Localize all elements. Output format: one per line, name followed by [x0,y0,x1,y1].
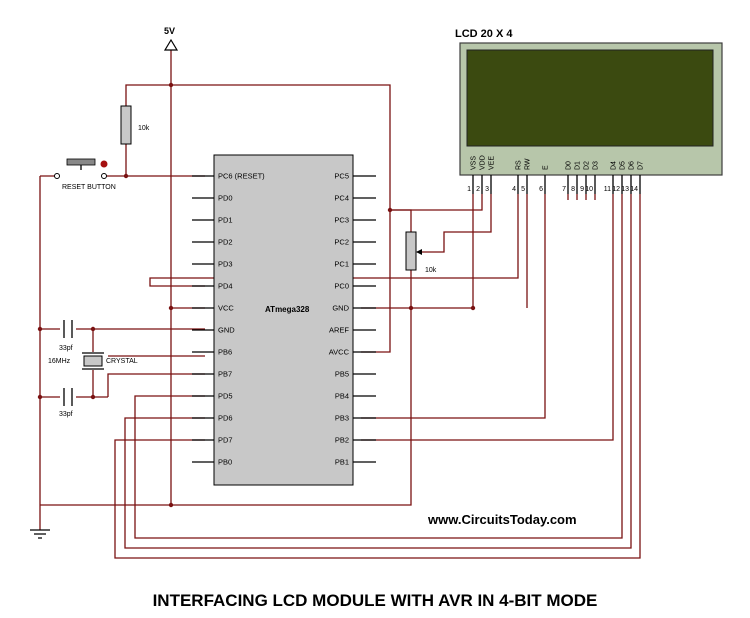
mcu-left-pin-label: PD0 [218,194,233,203]
lcd-pin-number: 8 [571,186,575,193]
mcu-right-pin-label: AREF [329,326,349,335]
mcu-left-pin-label: VCC [218,304,234,313]
lcd-screen [466,49,714,147]
lcd-pin-number: 4 [512,186,516,193]
lcd-pin-number: 14 [630,186,638,193]
mcu-left-pin-label: PD7 [218,436,233,445]
lcd-pin-name: RS [516,160,523,170]
cap-bottom-label: 33pf [59,411,73,418]
mcu-left-pin-label: PD3 [218,260,233,269]
lcd-pin-number: 2 [476,186,480,193]
mcu-left-pin-label: PD4 [218,282,233,291]
lcd-pin-name: D7 [638,161,645,170]
mcu-right-pin-label: PC4 [334,194,349,203]
mcu-right-pin-label: PC0 [334,282,349,291]
lcd-pin-number: 7 [562,186,566,193]
power-label: 5V [164,26,175,36]
lcd-pin-number: 11 [604,186,611,193]
mcu-left-pin-label: PB0 [218,458,232,467]
lcd-pin-name: VDD [480,155,487,170]
mcu-right-pin-label: PC1 [334,260,349,269]
watermark: www.CircuitsToday.com [427,512,577,527]
lcd-pin-name: D4 [611,161,618,170]
mcu-right-pin-label: PB3 [335,414,349,423]
wires [39,50,641,559]
mcu-left-pin-label: PD5 [218,392,233,401]
lcd-pin-name: RW [525,158,532,170]
mcu-left-pin-label: PB6 [218,348,232,357]
lcd-pin-number: 9 [580,186,584,193]
lcd-pin-name: VSS [471,156,478,170]
mcu-right-pin-label: PB4 [335,392,349,401]
lcd-pin-name: D1 [575,161,582,170]
mcu-right-pin-label: PC5 [334,172,349,181]
lcd-pins: VSS 1 VDD 2 VEE 3 RS 4 RW 5 E 6 D0 7 D1 8 D2 9 D3 10 D4 11 D5 1… [467,155,645,194]
lcd-pin-name: D6 [629,161,636,170]
mcu-right-pin-label: PB1 [335,458,349,467]
lcd-pin-number: 5 [521,186,525,193]
lcd-module: LCD 20 X 4 VSS 1 VDD 2 VEE 3 RS 4 RW 5 E 6 D0 7 D1 8 D2 9… [455,28,723,194]
lcd-pin-name: D2 [584,161,591,170]
mcu-left-pin-label: PD6 [218,414,233,423]
mcu-right-pin-label: PB5 [335,370,349,379]
lcd-pin-name: D5 [620,161,627,170]
lcd-pin-name: D3 [593,161,600,170]
lcd-pin-name: VEE [489,156,496,170]
diagram-caption: INTERFACING LCD MODULE WITH AVR IN 4-BIT… [153,591,598,610]
reset-resistor: 10k [120,105,150,145]
reset-button: RESET BUTTON [54,158,116,191]
lcd-pin-number: 6 [539,186,543,193]
crystal-label: CRYSTAL [106,358,138,365]
lcd-pin-number: 12 [612,186,620,193]
crystal-circuit: 33pf 33pf 16MHz CRYSTAL [48,320,138,418]
lcd-pin-number: 3 [485,186,489,193]
mcu-right-pin-label: PC3 [334,216,349,225]
lcd-pin-name: E [543,165,550,170]
mcu-left-pin-label: PD2 [218,238,233,247]
lcd-pin-number: 10 [585,186,593,193]
reset-button-label: RESET BUTTON [62,184,116,191]
mcu-left-pin-label: PB7 [218,370,232,379]
lcd-pin-number: 1 [467,186,471,193]
mcu-right-pin-label: PB2 [335,436,349,445]
mcu-right-pin-label: PC2 [334,238,349,247]
ground-symbol [30,529,50,539]
crystal-freq-label: 16MHz [48,358,71,365]
mcu-left-pin-label: PC6 (RESET) [218,172,265,181]
cap-top-label: 33pf [59,345,73,352]
reset-resistor-label: 10k [138,125,150,132]
contrast-potentiometer: 10k [405,231,437,274]
mcu-left-pin-label: GND [218,326,235,335]
lcd-title: LCD 20 X 4 [455,28,513,40]
junction-dots [37,82,476,508]
mcu-name: ATmega328 [265,305,310,314]
mcu-right-pin-label: GND [332,304,349,313]
lcd-pin-number: 13 [621,186,629,193]
mcu-right-pin-label: AVCC [329,348,350,357]
power-supply-symbol: 5V [163,26,179,51]
mcu-left-pin-label: PD1 [218,216,233,225]
lcd-pin-name: D0 [566,161,573,170]
pot-label: 10k [425,267,437,274]
